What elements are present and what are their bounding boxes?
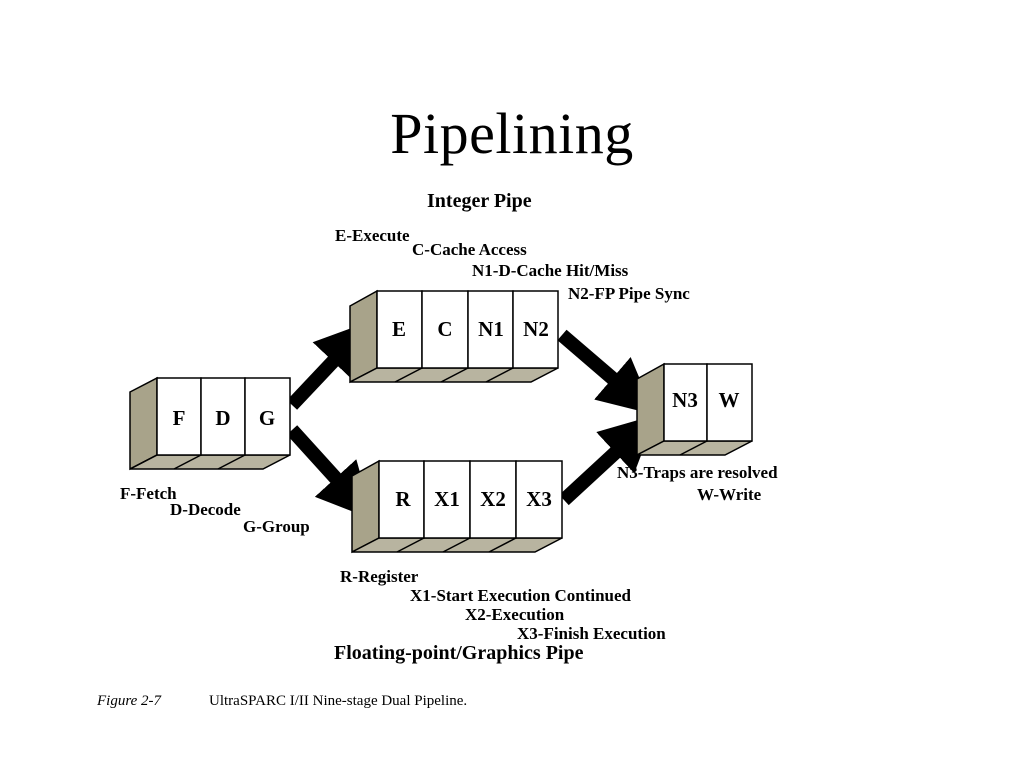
flow-arrows [286, 320, 657, 520]
end-pipe-block: N3 W [636, 362, 753, 457]
legend-x3: X3-Finish Execution [517, 624, 666, 643]
figure-caption-text: UltraSPARC I/II Nine-stage Dual Pipeline… [209, 693, 468, 709]
stage-x3: X3 [526, 487, 552, 511]
fp-pipe-title: Floating-point/Graphics Pipe [334, 642, 584, 664]
legend-n2: N2-FP Pipe Sync [568, 284, 690, 303]
legend-d: D-Decode [170, 500, 241, 519]
stage-r: R [395, 487, 411, 511]
legend-n1: N1-D-Cache Hit/Miss [472, 261, 629, 280]
legend-x2: X2-Execution [465, 605, 565, 624]
stage-f: F [173, 406, 186, 430]
stage-n3: N3 [672, 388, 698, 412]
slide-title: Pipelining [390, 101, 634, 166]
arrow-front-to-integer [286, 320, 372, 410]
stage-n2: N2 [523, 317, 549, 341]
legend-r: R-Register [340, 567, 419, 586]
legend-w: W-Write [697, 485, 762, 504]
legend-x1: X1-Start Execution Continued [410, 586, 632, 605]
stage-x1: X1 [434, 487, 460, 511]
stage-c: C [437, 317, 452, 341]
legend-n3: N3-Traps are resolved [617, 463, 778, 482]
stage-w: W [719, 388, 740, 412]
legend-e: E-Execute [335, 226, 410, 245]
integer-pipe-title: Integer Pipe [427, 190, 532, 212]
stage-e: E [392, 317, 406, 341]
stage-x2: X2 [480, 487, 506, 511]
arrow-integer-to-end [557, 329, 655, 415]
legend-g: G-Group [243, 517, 310, 536]
figure-number: Figure 2-7 [97, 693, 162, 709]
stage-g: G [259, 406, 275, 430]
stage-n1: N1 [478, 317, 504, 341]
front-pipe-block: F D G [129, 376, 291, 471]
fp-pipe-block: R X1 X2 X3 [351, 459, 563, 554]
arrow-front-to-fp [286, 425, 374, 520]
stage-d: D [215, 406, 230, 430]
legend-f: F-Fetch [120, 484, 177, 503]
legend-c: C-Cache Access [412, 240, 527, 259]
arrow-fp-to-end [559, 414, 657, 506]
figure-caption: Figure 2-7 UltraSPARC I/II Nine-stage Dua… [97, 693, 467, 710]
integer-pipe-block: E C N1 N2 [349, 289, 559, 384]
